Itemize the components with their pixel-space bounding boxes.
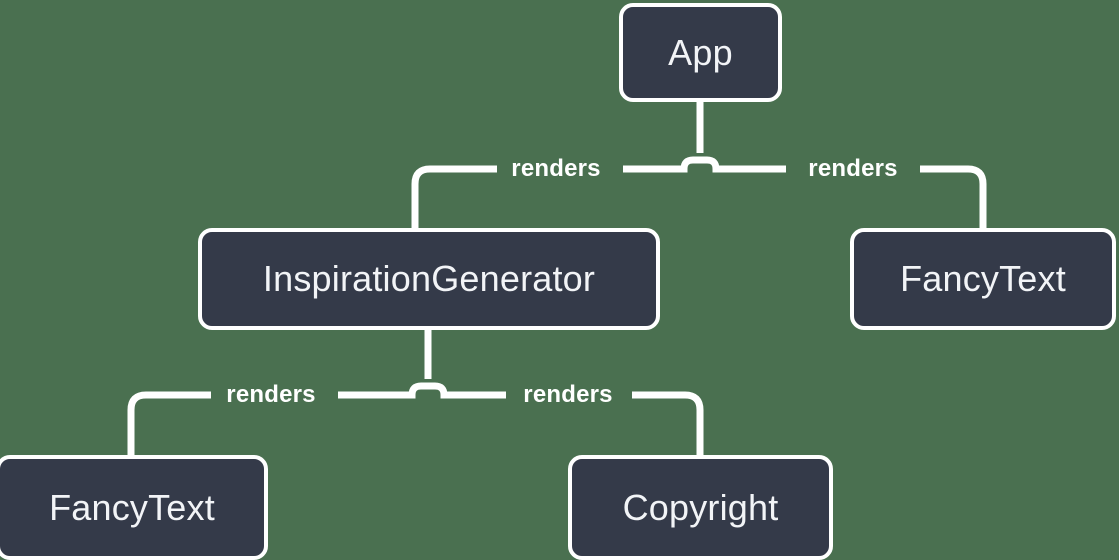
- edge-label-app-to-fancytext-right: renders: [808, 155, 898, 182]
- node-copyright-label: Copyright: [622, 486, 779, 528]
- edge-app-to-fancytext-right: [700, 156, 987, 228]
- node-inspirationgenerator-label: InspirationGenerator: [262, 258, 596, 299]
- edge-inspirationgenerator-to-fancytext-left: [127, 382, 428, 455]
- node-inspirationgenerator[interactable]: InspirationGenerator: [198, 228, 660, 330]
- edge-label-inspirationgenerator-to-fancytext-left: renders: [226, 381, 316, 408]
- node-fancytext-left[interactable]: FancyText: [0, 455, 268, 560]
- node-fancytext-left-label: FancyText: [49, 486, 215, 528]
- node-app-label: App: [668, 31, 733, 73]
- node-fancytext-right-label: FancyText: [900, 258, 1066, 299]
- edge-label-inspirationgenerator-to-copyright: renders: [523, 381, 613, 408]
- edge-inspirationgenerator-to-copyright: [428, 382, 704, 455]
- node-copyright[interactable]: Copyright: [568, 455, 833, 560]
- node-fancytext-right[interactable]: FancyText: [850, 228, 1116, 330]
- edge-label-app-to-inspirationgenerator: renders: [511, 155, 601, 182]
- node-app[interactable]: App: [619, 3, 782, 102]
- edge-app-to-inspirationgenerator: [411, 156, 700, 228]
